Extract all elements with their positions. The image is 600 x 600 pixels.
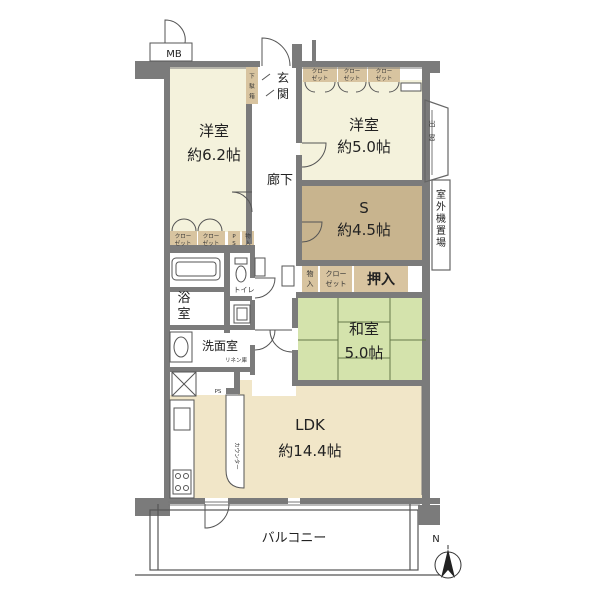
balcony [135,504,440,576]
hallway-floor [252,66,296,396]
washing-machine [233,304,251,324]
closet-wr2-b [338,66,367,82]
s-room-size: 約4.5帖 [337,221,391,239]
hallway-label: 廊下 [267,172,293,188]
s-room-name: S [359,199,369,217]
closet-s [320,264,352,292]
bath-label-2: 室 [177,306,190,322]
north-label: N [432,534,439,545]
ps-label: PS [215,389,222,395]
western-room-1-size: 約6.2帖 [187,146,241,164]
monoire-s-1: 物 [307,269,314,278]
doors [149,19,400,529]
closet-s-2: ゼット [326,279,347,288]
closet-wr1-a-1: クロー [175,233,192,240]
japanese-room-floor [298,298,428,380]
japanese-room-name: 和室 [349,320,379,338]
shoe-box-label-2: 駄 [249,82,255,90]
ldk-name: LDK [295,416,326,434]
mb-label: MB [166,49,182,60]
closet-wr2-c [368,66,400,82]
s-room-floor [300,186,425,260]
tatami-lines [298,298,426,380]
ldk-size: 約14.4帖 [278,442,341,460]
fixtures [169,257,251,499]
island-counter [225,394,245,489]
kitchen-sink [173,407,191,431]
ps-short-2: S [232,241,236,247]
monoire-s [302,264,318,292]
closet-wr1-b [198,231,225,247]
closet-wr2-b-2: ゼット [344,74,361,82]
outdoor-unit-2: 外 [436,201,446,213]
bay-window-label-1: 出 [429,119,436,128]
closet-wr2-c-2: ゼット [376,74,393,82]
outdoor-unit-4: 置 [436,225,446,237]
western-room-2-name: 洋室 [349,116,379,134]
toilet-label: トイレ [234,286,255,294]
window-lines [168,67,433,506]
ps-box [228,231,240,247]
walls [135,40,440,516]
ldk-floor [168,380,428,498]
bathtub [171,257,221,281]
western-room-2-size: 約5.0帖 [337,138,391,156]
japanese-room-size: 5.0帖 [345,344,384,362]
western-room-2-floor [300,80,425,180]
compass-needle [441,549,455,578]
shoe-box-label-3: 箱 [249,92,255,100]
counter-label: カウンター [233,442,241,470]
bath-label-1: 浴 [177,291,190,306]
closet-wr2-a-2: ゼット [312,74,329,82]
toilet-tank [234,257,248,265]
stove [172,469,192,495]
balcony-label: バルコニー [262,531,327,546]
oshiire-label: 押入 [367,271,395,288]
closet-wr1-b-1: クロー [203,233,220,240]
shoe-box [246,66,258,104]
closet-wr2-c-1: クロー [376,68,393,75]
ps-short-1: P [232,234,236,240]
outdoor-unit-3: 機 [436,212,446,225]
closet-wr2-a-1: クロー [312,68,329,75]
linen-label: リネン庫 [225,356,248,364]
compass [434,545,462,579]
bay-window [424,99,449,183]
western-room-1-name: 洋室 [199,122,229,140]
monoire-s-2: 入 [307,280,314,288]
closet-wr2-a [303,66,337,82]
outdoor-unit-5: 場 [436,236,446,249]
washroom-label: 洗面室 [202,338,238,353]
monoire-wr1-1: 物 [245,232,251,240]
outdoor-unit-1: 室 [436,188,446,201]
toilet-bowl [235,265,247,283]
hallway-marks [254,82,422,287]
oshiire [354,264,408,292]
western-room-1-floor [168,66,248,232]
closet-s-1: クロー [326,270,347,278]
monoire-wr1-2: 入 [245,241,251,247]
closet-wr1-b-2: ゼット [203,239,220,247]
outdoor-unit-area [431,179,451,271]
closet-wr2-b-1: クロー [344,68,361,75]
bay-window-label-2: 窓 [429,133,436,142]
shoe-box-label-1: 下 [249,73,255,80]
entrance-label-1: 玄 [277,70,289,85]
entrance-label-2: 関 [277,87,289,101]
closet-wr1-a [170,231,197,247]
closet-wr1-a-2: ゼット [175,239,192,247]
